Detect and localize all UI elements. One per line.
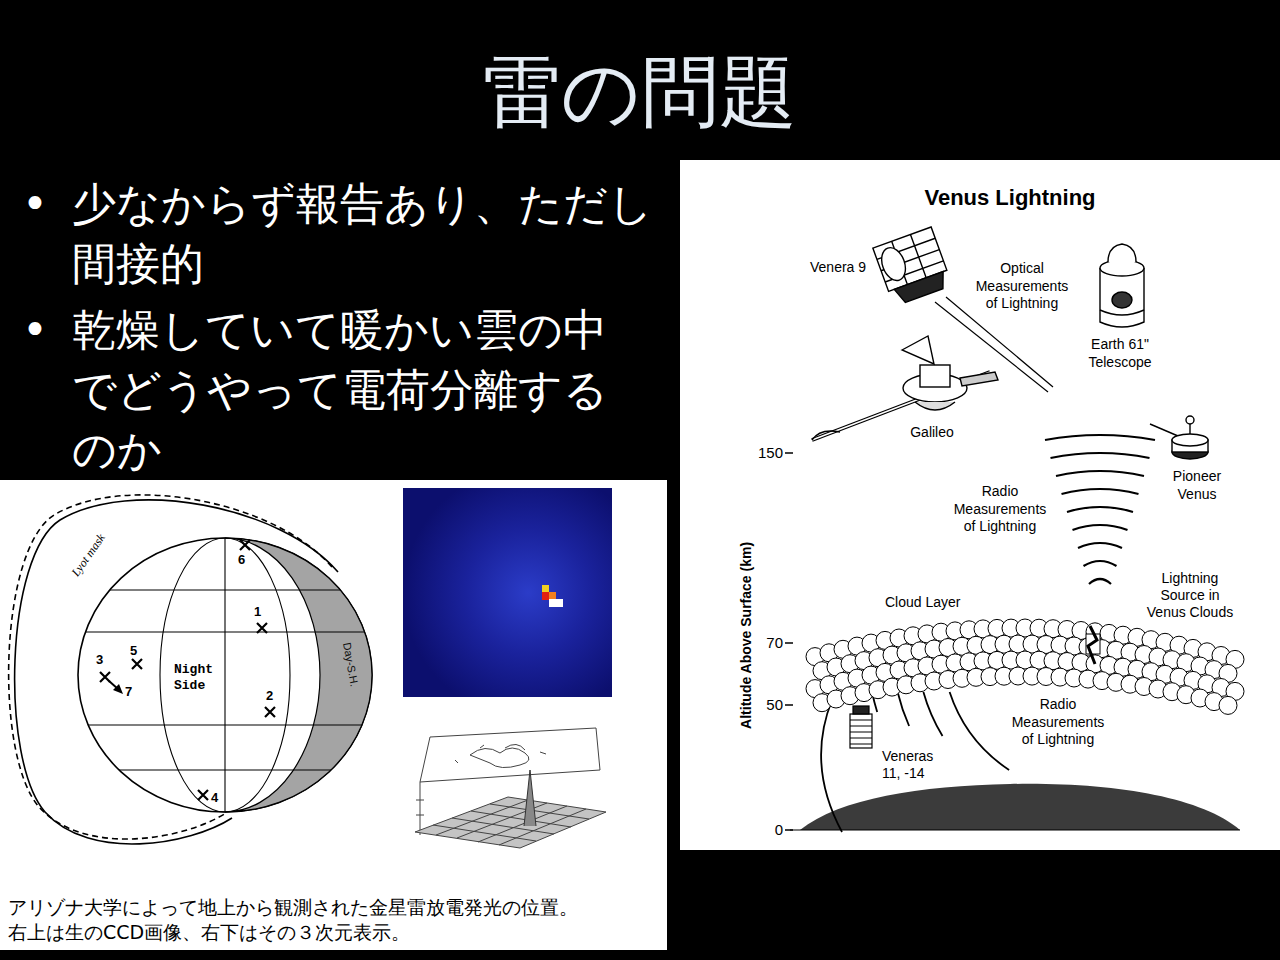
axis-tick-label: 0 — [775, 821, 783, 839]
part-label: Cloud Layer — [885, 594, 961, 611]
radio-wave — [1084, 561, 1117, 566]
venera-probe — [873, 227, 952, 306]
day-side — [225, 538, 372, 812]
callout-number-holder: 7 — [125, 684, 132, 700]
callout-number: 4 — [211, 790, 218, 806]
radio-wave — [1067, 507, 1133, 512]
callout-number: 1 — [254, 604, 261, 620]
ccd-flash — [542, 585, 563, 607]
part-label-holder: Cloud Layer — [885, 594, 961, 611]
part-label-holder: Optical Measurements of Lightning — [968, 260, 1076, 313]
callout-number: 5 — [130, 643, 137, 659]
figure-title: Venus Lightning — [924, 185, 1095, 211]
region-label-holder: Night Side — [174, 662, 224, 695]
part-label: Veneras 11, -14 — [882, 748, 946, 782]
part-label-holder: Radio Measurements of Lightning — [946, 483, 1054, 536]
part-label: Optical Measurements of Lightning — [968, 260, 1076, 313]
flash-marks — [100, 540, 275, 800]
axis-tick-label-holder: 0 — [775, 821, 783, 839]
axis-tick-label: 70 — [766, 634, 783, 652]
part-label-holder: Lightning Source in Venus Clouds — [1143, 570, 1237, 620]
part-label-holder: Venera 9 — [810, 259, 866, 276]
part-label-holder: Pioneer Venus — [1165, 468, 1229, 503]
radio-waves — [1045, 435, 1155, 584]
part-label-holder: Earth 61" Telescope — [1070, 336, 1170, 371]
venus-surface — [800, 784, 1240, 830]
radio-wave — [1056, 471, 1144, 476]
callout-number-holder: 2 — [266, 688, 273, 704]
bullet-text-holder: 乾燥していて暖かい雲の中 でどうやって電荷分離する のか — [72, 300, 672, 479]
axis-tick-label: 150 — [758, 444, 783, 462]
axis-ticks — [785, 453, 793, 830]
part-label: Lightning Source in Venus Clouds — [1143, 570, 1237, 620]
axis-title: Altitude Above Surface (km) — [738, 542, 755, 729]
callout-number-holder: 4 — [211, 790, 218, 806]
part-label: Radio Measurements of Lightning — [1004, 696, 1112, 749]
callout-number: 7 — [125, 684, 132, 700]
figure-caption-holder: アリゾナ大学によって地上から観測された金星雷放電発光の位置。 右上は生のCCD画… — [8, 895, 663, 944]
slide-title: 雷の問題 — [483, 46, 797, 140]
drift-arrow — [109, 681, 123, 694]
radio-wave — [1078, 543, 1122, 548]
bullet-text-holder: 少なからず報告あり、ただし 間接的 — [72, 174, 682, 294]
part-label-holder: Galileo — [910, 424, 954, 441]
callout-number-holder: 6 — [238, 552, 245, 568]
ccd-image — [403, 488, 612, 697]
part-label-holder: Radio Measurements of Lightning — [1004, 696, 1112, 749]
telescope — [1100, 244, 1144, 327]
surface-line — [790, 829, 1240, 830]
radio-wave — [1089, 579, 1111, 584]
bullet-mark-holder: • — [22, 300, 48, 360]
region-label: Night Side — [174, 662, 224, 695]
figure-caption: アリゾナ大学によって地上から観測された金星雷放電発光の位置。 右上は生のCCD画… — [8, 895, 663, 944]
venus-globe — [78, 538, 372, 812]
galileo-probe — [812, 336, 998, 440]
part-label: Earth 61" Telescope — [1070, 336, 1170, 371]
radio-wave — [923, 692, 942, 736]
callout-number: 6 — [238, 552, 245, 568]
bullet-mark: • — [22, 300, 48, 360]
part-label: Pioneer Venus — [1165, 468, 1229, 503]
slide-title-holder: 雷の問題 — [483, 46, 797, 140]
part-label-holder: Veneras 11, -14 — [882, 748, 946, 782]
radio-wave — [950, 692, 1010, 770]
radio-waves — [821, 692, 1009, 832]
lightning-bolt — [1086, 626, 1100, 664]
veneras-lander — [850, 706, 872, 748]
axis-tick-label: 50 — [766, 696, 783, 714]
radio-wave — [898, 692, 910, 726]
radio-wave — [1051, 453, 1150, 458]
bullet-mark-holder: • — [22, 174, 48, 234]
figure-panel — [0, 480, 667, 950]
axis-tick-label-holder: 50 — [766, 696, 783, 714]
cloud-puff — [1219, 696, 1237, 714]
radio-wave — [1062, 489, 1139, 494]
callout-number-holder: 3 — [96, 652, 103, 668]
axis-tick-label-holder: 70 — [766, 634, 783, 652]
callout-number-holder: 1 — [254, 604, 261, 620]
cloud-layer — [806, 619, 1244, 714]
radio-wave — [1045, 435, 1155, 440]
callout-number: 3 — [96, 652, 103, 668]
part-label: Galileo — [910, 424, 954, 441]
callout-number-holder: 5 — [130, 643, 137, 659]
figure-title-holder: Venus Lightning — [924, 185, 1095, 211]
axis-title-holder: Altitude Above Surface (km) — [738, 542, 755, 729]
figure-panel — [680, 160, 1280, 850]
part-label: Venera 9 — [810, 259, 866, 276]
bullet-text: 乾燥していて暖かい雲の中 でどうやって電荷分離する のか — [72, 300, 672, 479]
globe-grid — [85, 538, 365, 812]
radio-wave — [1073, 525, 1128, 530]
bullet-mark: • — [22, 174, 48, 234]
plot-3d — [415, 728, 606, 848]
part-label: Radio Measurements of Lightning — [946, 483, 1054, 536]
callout-number: 2 — [266, 688, 273, 704]
pioneer-probe — [1150, 416, 1208, 459]
bullet-text: 少なからず報告あり、ただし 間接的 — [72, 174, 682, 294]
axis-tick-label-holder: 150 — [758, 444, 783, 462]
